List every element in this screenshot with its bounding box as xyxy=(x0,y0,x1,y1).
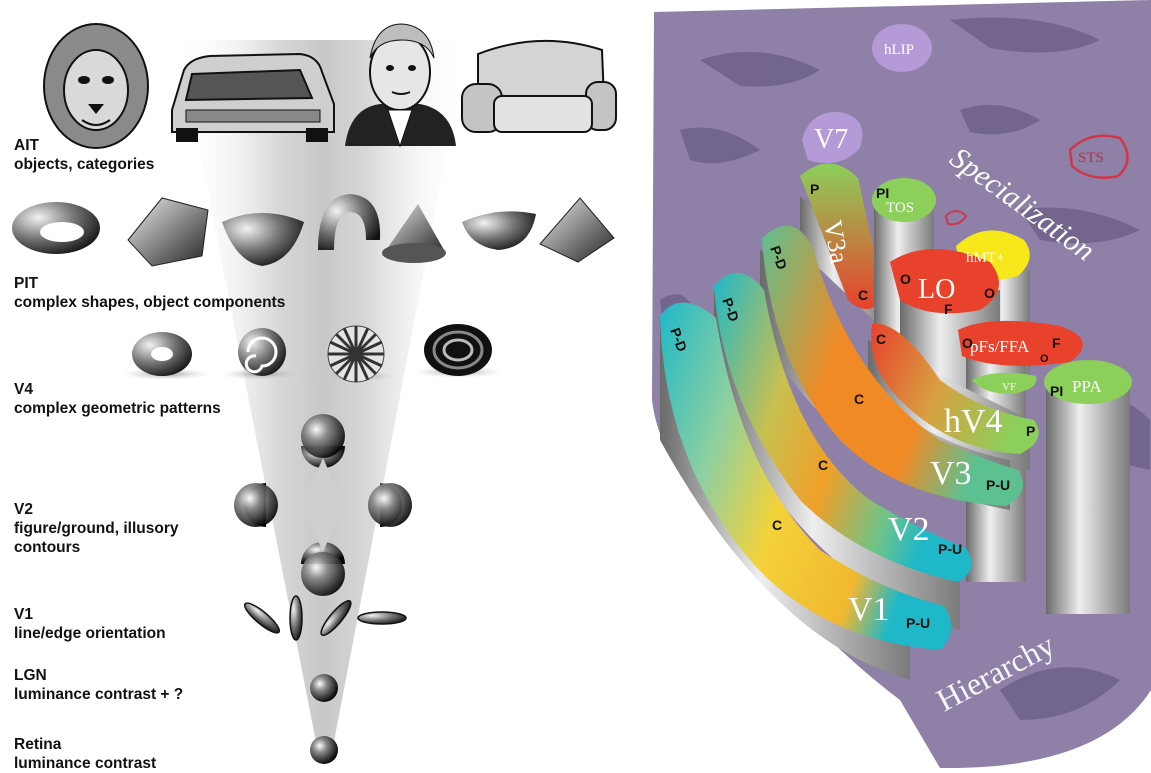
marker-c-v3: C xyxy=(854,391,864,407)
marker-c-v3a: C xyxy=(858,287,868,303)
level-description: figure/ground, illusory contours xyxy=(14,519,204,557)
label-hv4: hV4 xyxy=(944,403,1003,440)
level-lgn: LGN luminance contrast + ? xyxy=(14,666,183,704)
label-v2: V2 xyxy=(888,511,930,548)
visual-cortex-areas-diagram: V1 V2 V3 hV4 V3a TOS LO pFs/FFA PPA hMT+… xyxy=(640,0,1151,773)
processing-cone xyxy=(178,40,468,752)
level-description: luminance contrast xyxy=(14,754,156,773)
level-name: V2 xyxy=(14,500,204,519)
marker-c-v1: C xyxy=(772,517,782,533)
marker-pu-v2: P-U xyxy=(938,541,962,557)
level-name: AIT xyxy=(14,136,154,155)
label-vf: VF xyxy=(1002,381,1016,393)
marker-o-pfs: O xyxy=(962,335,973,351)
label-v7: V7 xyxy=(814,124,848,155)
marker-pu-v1: P-U xyxy=(906,615,930,631)
car-icon xyxy=(172,54,334,142)
level-v2: V2 figure/ground, illusory contours xyxy=(14,500,204,557)
label-sts: STS xyxy=(1078,150,1104,166)
marker-c-v2: C xyxy=(818,457,828,473)
label-pfs-ffa: pFs/FFA xyxy=(970,337,1030,356)
lion-icon xyxy=(44,24,148,148)
marker-pi-tos: PI xyxy=(876,185,889,201)
label-hmt: hMT+ xyxy=(966,250,1004,266)
armchair-icon xyxy=(462,41,616,132)
label-tos: TOS xyxy=(886,200,914,216)
level-v4: V4 complex geometric patterns xyxy=(14,380,221,418)
level-ait: AIT objects, categories xyxy=(14,136,154,174)
level-name: LGN xyxy=(14,666,183,685)
marker-f-pfs: F xyxy=(1052,335,1061,351)
level-name: V4 xyxy=(14,380,221,399)
label-v3: V3 xyxy=(930,455,972,492)
label-ppa: PPA xyxy=(1072,377,1102,396)
marker-o-pfs-small: O xyxy=(1040,353,1049,365)
marker-o-lo-left: O xyxy=(900,271,911,287)
marker-o-lo-right: O xyxy=(984,285,995,301)
marker-pu-v3: P-U xyxy=(986,477,1010,493)
marker-p-v3a: P xyxy=(810,181,819,197)
label-v1: V1 xyxy=(848,591,890,628)
level-pit: PIT complex shapes, object components xyxy=(14,274,285,312)
level-description: line/edge orientation xyxy=(14,624,166,643)
level-v1: V1 line/edge orientation xyxy=(14,605,166,643)
marker-pi-ppa: PI xyxy=(1050,383,1063,399)
marker-f-lo: F xyxy=(944,301,953,317)
level-name: V1 xyxy=(14,605,166,624)
lgn-center-surround-icon xyxy=(310,674,338,702)
retina-center-surround-icon xyxy=(310,736,338,764)
level-name: Retina xyxy=(14,735,156,754)
level-retina: Retina luminance contrast xyxy=(14,735,156,773)
level-description: complex geometric patterns xyxy=(14,399,221,418)
level-description: objects, categories xyxy=(14,155,154,174)
level-description: complex shapes, object components xyxy=(14,293,285,312)
level-description: luminance contrast + ? xyxy=(14,685,183,704)
marker-c-hv4: C xyxy=(876,331,886,347)
marker-p-hv4: P xyxy=(1026,423,1035,439)
level-name: PIT xyxy=(14,274,285,293)
label-hlip: hLIP xyxy=(884,42,914,58)
